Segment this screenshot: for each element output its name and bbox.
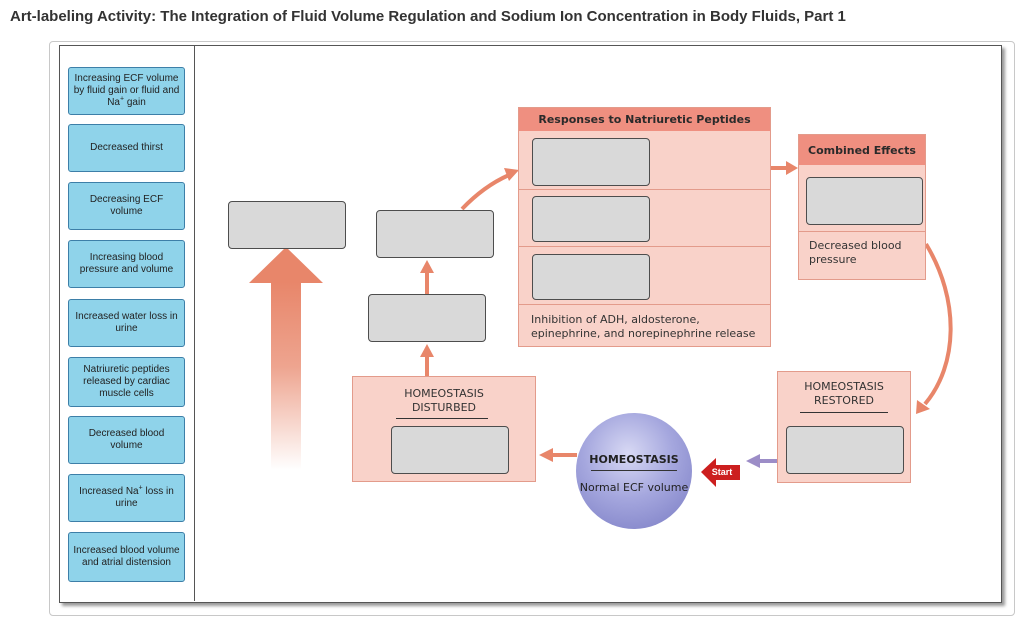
label-decreased-thirst[interactable]: Decreased thirst [68, 124, 185, 172]
homeostasis-disturbed-text: HOMEOSTASIS DISTURBED [404, 387, 484, 414]
arrow-combined-to-restored [916, 242, 953, 414]
drop-zone-disturbed[interactable] [391, 426, 509, 474]
combined-decreased-bp-text: Decreased blood pressure [809, 239, 902, 266]
homeostasis-divider [591, 470, 677, 471]
label-text-post: loss in urine [115, 486, 174, 509]
combined-effects-header: Combined Effects [799, 135, 925, 165]
homeostasis-circle [576, 413, 692, 529]
label-text: Decreased thirst [90, 142, 163, 153]
responses-divider-1 [519, 189, 770, 190]
label-text: Increased blood volume and atrial disten… [73, 545, 180, 568]
responses-divider-3 [519, 304, 770, 305]
label-increased-blood-volume-atrial[interactable]: Increased blood volume and atrial disten… [68, 532, 185, 582]
label-increasing-blood-pressure[interactable]: Increasing blood pressure and volume [68, 240, 185, 288]
arrow-step1-to-step2 [420, 260, 434, 294]
label-text: Increasing ECF volume by fluid gain or f… [73, 73, 180, 108]
label-text-post: gain [124, 97, 146, 108]
arrow-responses-to-combined [771, 161, 798, 175]
drop-zone-step-2[interactable] [376, 210, 494, 258]
combined-divider [799, 231, 925, 232]
label-text: Increased water loss in urine [75, 311, 178, 334]
responses-inhibition-text: Inhibition of ADH, aldosterone, epinephr… [531, 313, 756, 340]
responses-divider-2 [519, 246, 770, 247]
start-badge [701, 458, 740, 487]
arrow-restored-to-start [746, 454, 777, 468]
label-bank [59, 45, 195, 601]
arrow-step2-to-responses [460, 168, 519, 211]
disturbed-underline [396, 418, 488, 419]
homeostasis-subtitle: Normal ECF volume [579, 481, 689, 494]
label-decreased-blood-volume[interactable]: Decreased blood volume [68, 416, 185, 464]
label-sup: + [120, 95, 125, 103]
page-title: Art-labeling Activity: The Integration o… [10, 8, 846, 25]
label-increasing-ecf-volume[interactable]: Increasing ECF volume by fluid gain or f… [68, 67, 185, 115]
drop-zone-top-of-large-arrow[interactable] [228, 201, 346, 249]
arrow-disturbed-to-step1 [420, 344, 434, 376]
label-text: Natriuretic peptides released by cardiac… [83, 364, 170, 399]
label-text: Decreasing ECF volume [89, 194, 164, 217]
label-text: Increased Na [79, 486, 139, 497]
homeostasis-restored-text: HOMEOSTASIS RESTORED [804, 380, 884, 407]
label-text: Increasing blood pressure and volume [79, 252, 174, 275]
drop-zone-response-1[interactable] [532, 138, 650, 186]
homeostasis-title: HOMEOSTASIS [589, 453, 679, 466]
label-increased-water-loss[interactable]: Increased water loss in urine [68, 299, 185, 347]
label-sup: + [138, 484, 143, 492]
responses-header: Responses to Natriuretic Peptides [519, 108, 770, 131]
label-decreasing-ecf-volume[interactable]: Decreasing ECF volume [68, 182, 185, 230]
drop-zone-response-3[interactable] [532, 254, 650, 300]
arrow-homeostasis-to-disturbed [539, 448, 577, 462]
label-text: Decreased blood volume [88, 428, 165, 451]
label-increased-na-loss[interactable]: Increased Na+ loss in urine [68, 474, 185, 522]
large-up-arrow [249, 247, 323, 470]
drop-zone-combined[interactable] [806, 177, 923, 225]
restored-underline [800, 412, 888, 413]
label-natriuretic-peptides-released[interactable]: Natriuretic peptides released by cardiac… [68, 357, 185, 407]
drop-zone-response-2[interactable] [532, 196, 650, 242]
drop-zone-restored[interactable] [786, 426, 904, 474]
start-label: Start [711, 467, 733, 477]
drop-zone-step-1[interactable] [368, 294, 486, 342]
